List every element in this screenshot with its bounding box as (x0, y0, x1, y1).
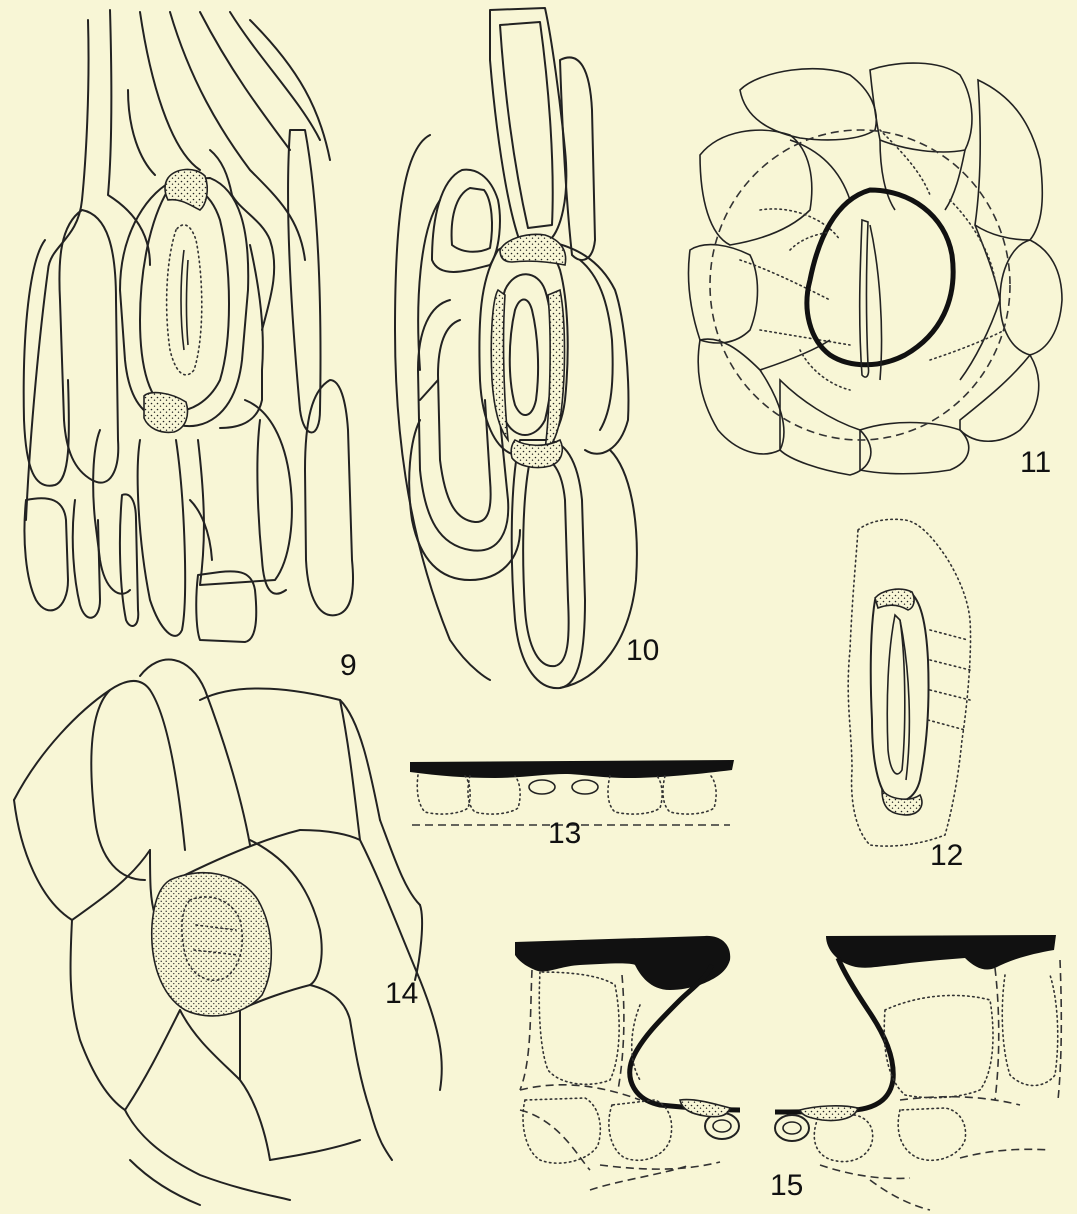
figure-15-label: 15 (770, 1169, 803, 1202)
figure-11-label: 11 (1020, 446, 1051, 479)
figure-9-label: 9 (340, 649, 357, 682)
figure-12-label: 12 (930, 839, 963, 872)
figure-11-stoma: 11 (688, 63, 1062, 479)
figure-12-stoma: 12 (848, 519, 970, 872)
figure-13-label: 13 (548, 817, 581, 850)
figure-13-section: 13 (410, 760, 734, 850)
figure-15-section: 15 (515, 935, 1061, 1210)
figure-10-epidermis: 10 (395, 8, 659, 688)
figure-10-label: 10 (626, 634, 659, 667)
figure-14-label: 14 (385, 977, 418, 1010)
figure-9-epidermis: 9 (24, 10, 357, 682)
figure-14-epidermis: 14 (14, 660, 442, 1205)
